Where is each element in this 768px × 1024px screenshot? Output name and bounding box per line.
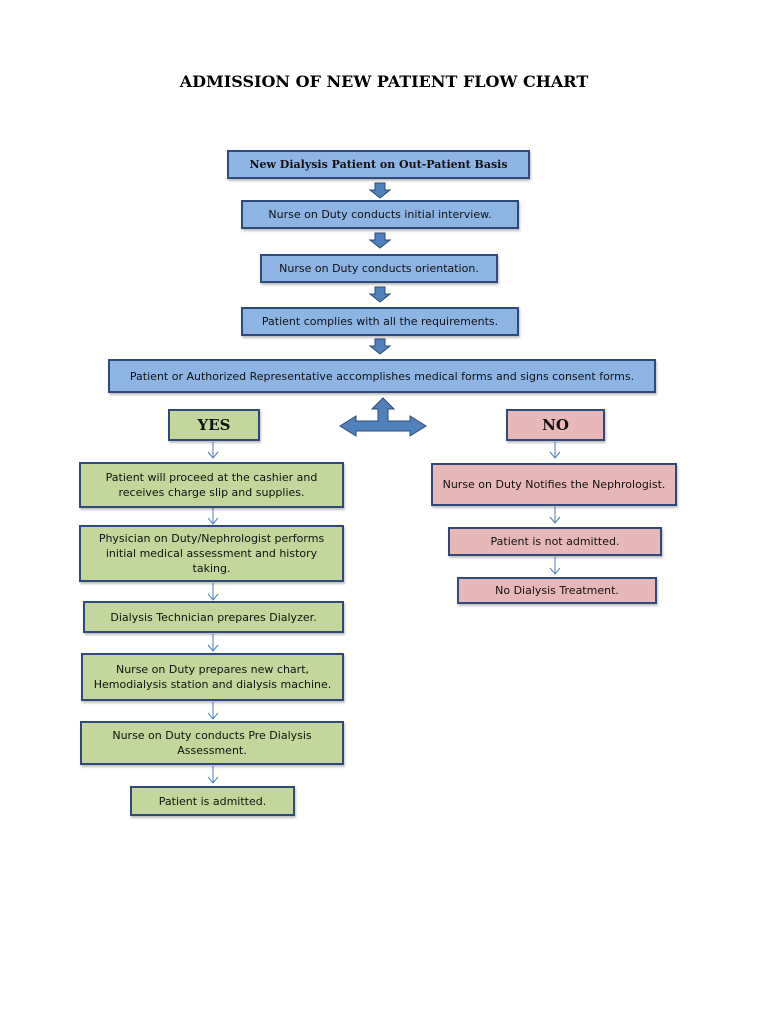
- yes-label: YES: [168, 409, 260, 441]
- yes-step-dialyzer: Dialysis Technician prepares Dialyzer.: [83, 601, 344, 633]
- yes-step-cashier: Patient will proceed at the cashier and …: [79, 462, 344, 508]
- branch-arrow: [339, 397, 427, 437]
- yes-thin-arrows: [207, 442, 219, 784]
- yes-step-pre-dialysis: Nurse on Duty conducts Pre Dialysis Asse…: [80, 721, 344, 765]
- no-label: NO: [506, 409, 605, 441]
- yes-step-chart: Nurse on Duty prepares new chart, Hemodi…: [81, 653, 344, 701]
- block-arrow-4: [368, 338, 392, 355]
- block-arrow-3: [368, 286, 392, 303]
- block-arrow-2: [368, 232, 392, 249]
- block-arrow-1: [368, 182, 392, 199]
- step-requirements: Patient complies with all the requiremen…: [241, 307, 519, 336]
- step-consent-forms: Patient or Authorized Representative acc…: [108, 359, 656, 393]
- step-new-patient: New Dialysis Patient on Out-Patient Basi…: [227, 150, 530, 179]
- chart-title: ADMISSION OF NEW PATIENT FLOW CHART: [179, 72, 589, 91]
- yes-step-admitted: Patient is admitted.: [130, 786, 295, 816]
- yes-step-assessment: Physician on Duty/Nephrologist performs …: [79, 525, 344, 582]
- step-orientation: Nurse on Duty conducts orientation.: [260, 254, 498, 283]
- step-initial-interview: Nurse on Duty conducts initial interview…: [241, 200, 519, 229]
- no-step-notify: Nurse on Duty Notifies the Nephrologist.: [431, 463, 677, 506]
- no-step-not-admitted: Patient is not admitted.: [448, 527, 662, 556]
- no-step-no-treatment: No Dialysis Treatment.: [457, 577, 657, 604]
- no-thin-arrows: [549, 442, 561, 575]
